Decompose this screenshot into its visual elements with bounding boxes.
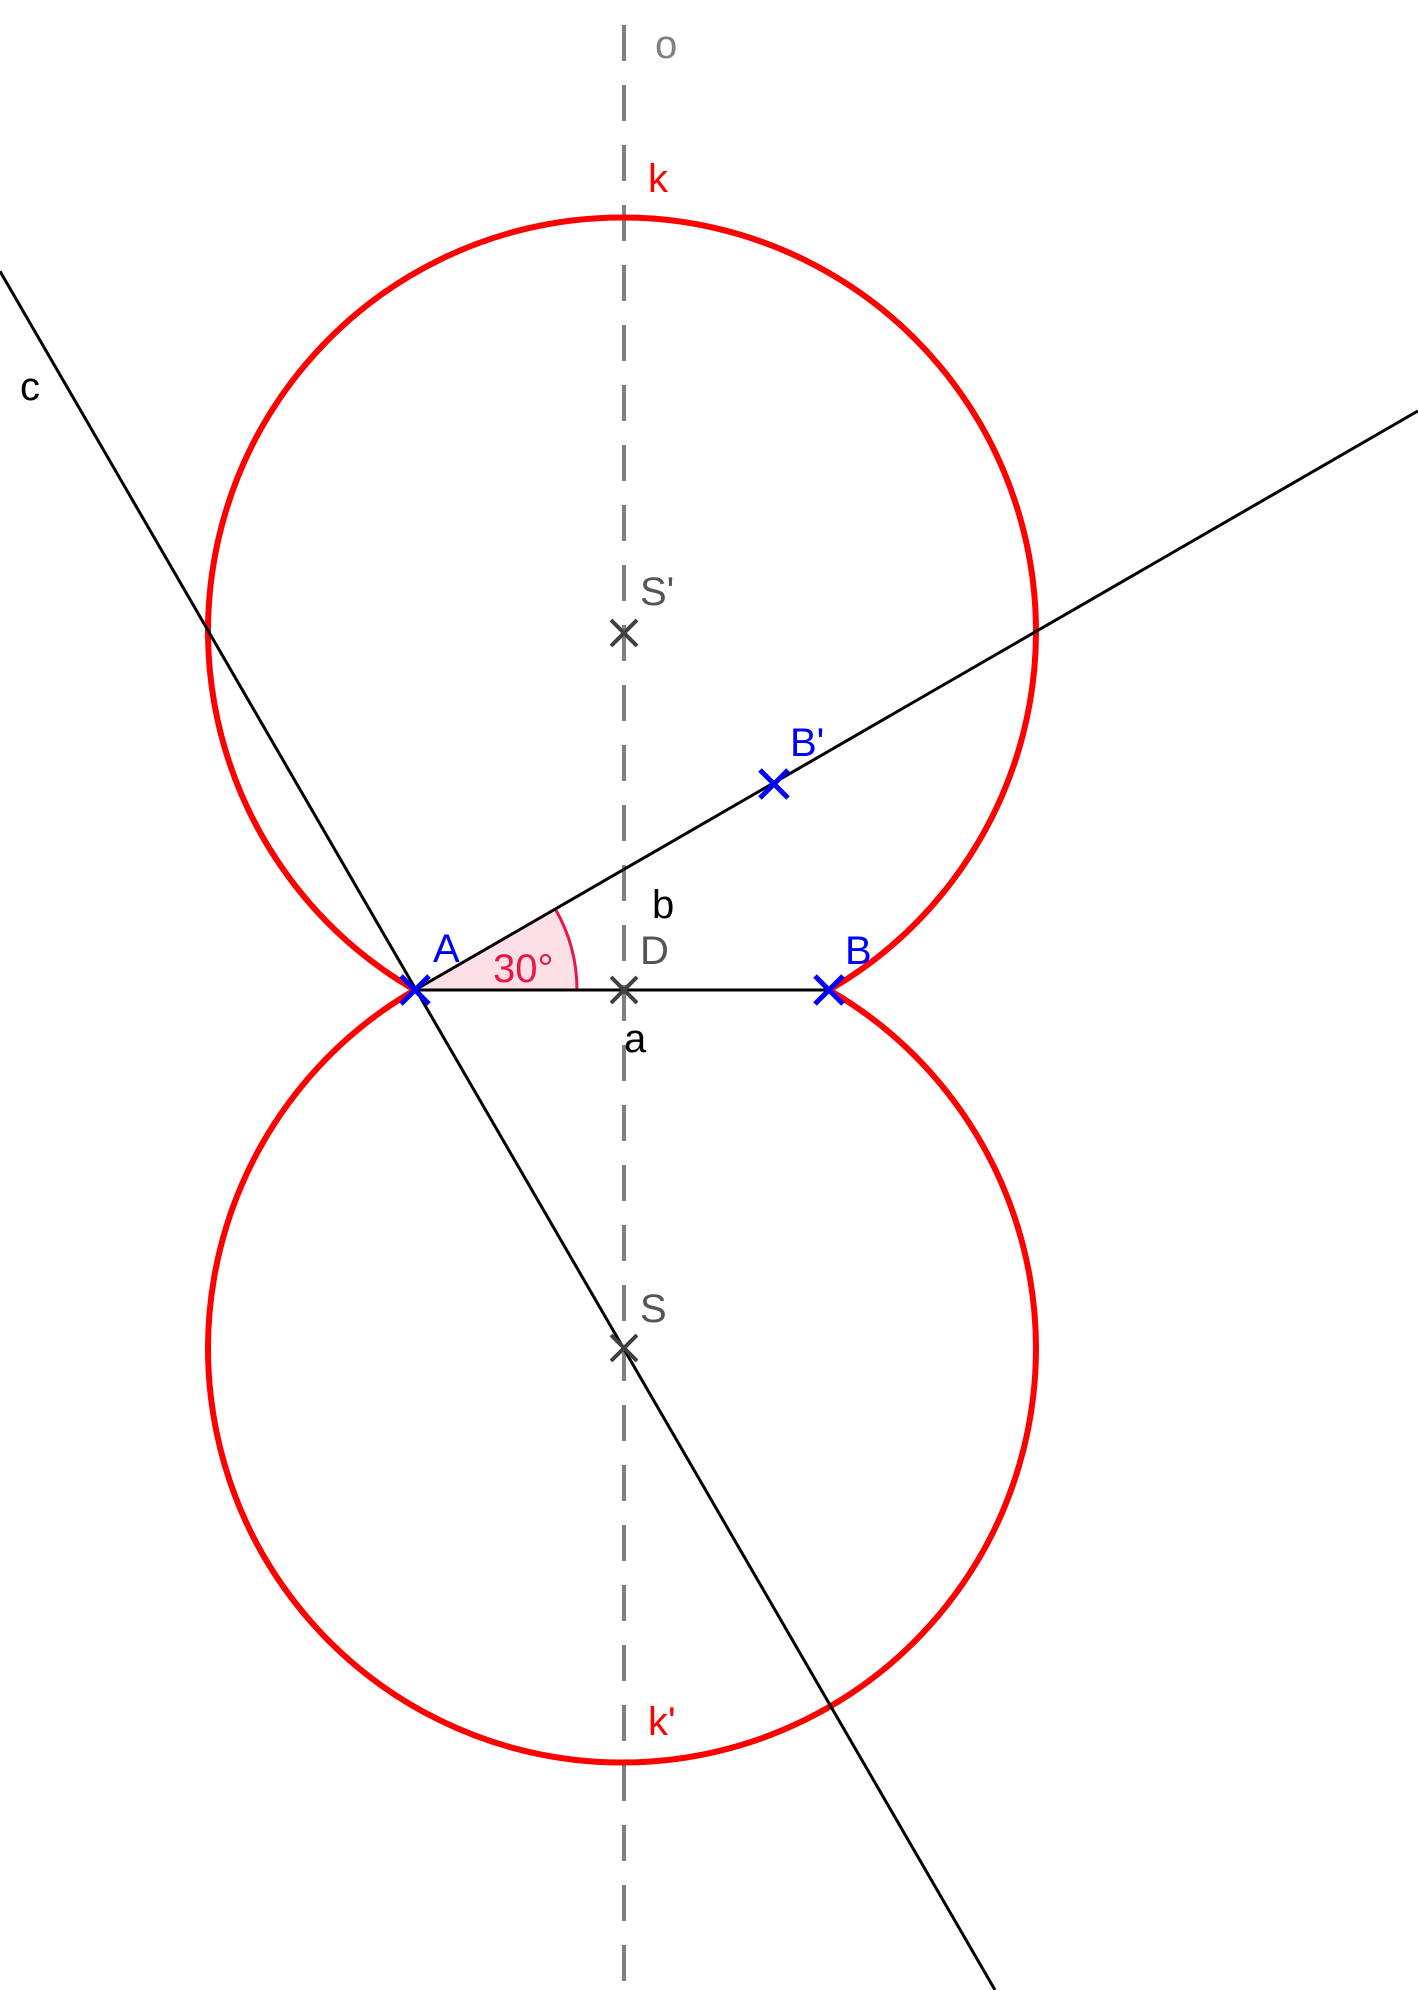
- line-b-label: b: [652, 883, 674, 927]
- angle-30-sector: [415, 909, 577, 990]
- point-b-prime-label: B': [790, 721, 824, 765]
- point-b-marker: [813, 974, 845, 1006]
- angle-30-label: 30°: [493, 947, 554, 991]
- circle-k-prime: [205, 987, 1039, 1766]
- point-b-prime-marker: [758, 768, 790, 800]
- line-c-label: c: [20, 365, 40, 409]
- point-b-label: B: [845, 929, 872, 973]
- line-b: [414, 409, 1418, 992]
- circle-k: [205, 214, 1039, 993]
- point-d-label: D: [640, 929, 669, 973]
- point-s-prime-label: S': [640, 570, 674, 614]
- line-c: [0, 270, 997, 1990]
- circle-k-prime-label: k': [648, 1700, 676, 1744]
- point-s-marker: [609, 1333, 639, 1363]
- point-a-label: A: [433, 927, 460, 971]
- angle-30-arc: [554, 908, 579, 991]
- point-d-marker: [609, 975, 639, 1005]
- axis-o-label: o: [655, 23, 677, 67]
- point-s-label: S: [640, 1287, 667, 1331]
- segment-a-label: a: [624, 1017, 647, 1061]
- point-s-prime-marker: [609, 618, 639, 648]
- circle-k-label: k: [648, 157, 669, 201]
- point-a-marker: [399, 974, 431, 1006]
